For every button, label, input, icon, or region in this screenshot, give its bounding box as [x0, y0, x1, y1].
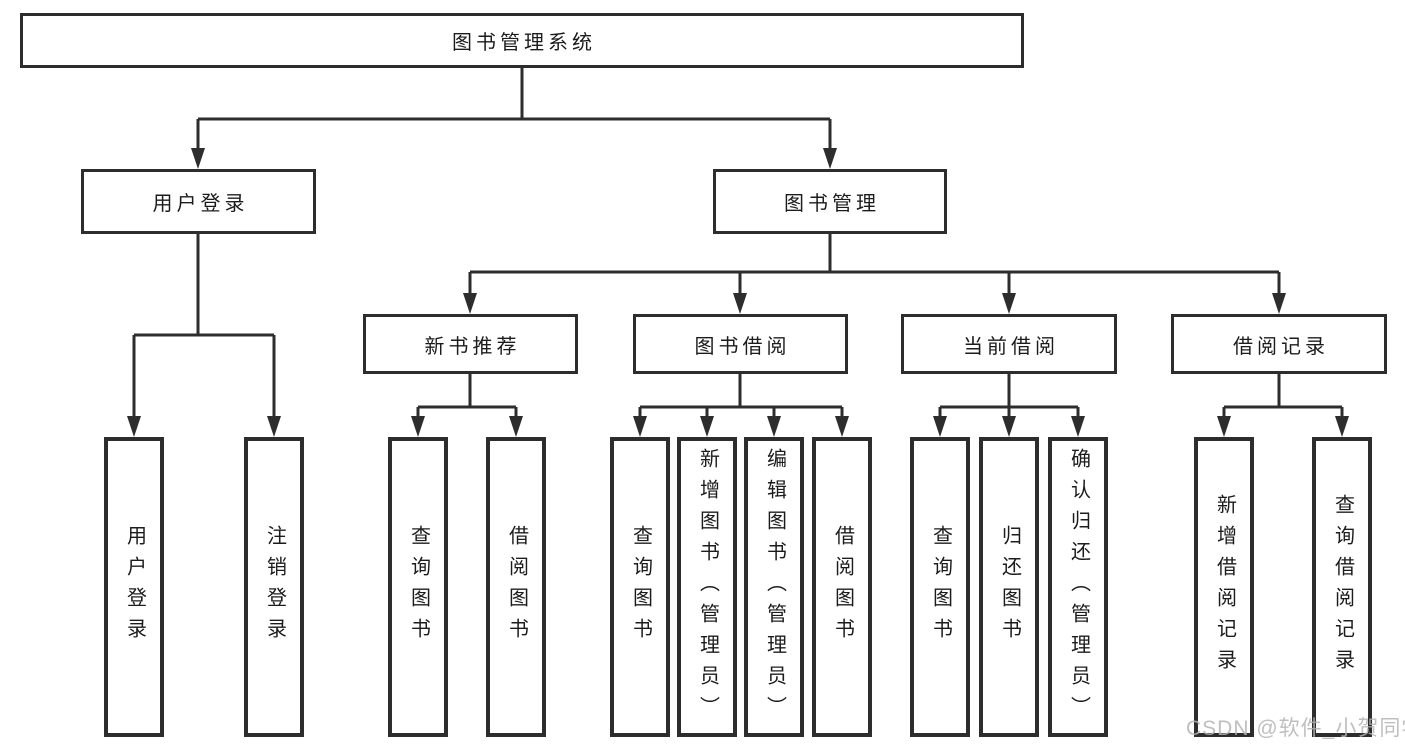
node-current-borrow: 当前借阅 [901, 314, 1117, 374]
node-leaf-borrow-books-recommend: 借阅图书 [486, 437, 546, 737]
node-leaf-query-borrow-record: 查询借阅记录 [1312, 437, 1372, 737]
node-leaf-add-book-admin: 新增图书（管理员） [677, 437, 737, 737]
leaf-label: 借阅图书 [505, 525, 528, 649]
node-book-management: 图书管理 [713, 169, 947, 234]
node-leaf-confirm-return-admin: 确认归还（管理员） [1048, 437, 1108, 737]
node-leaf-query-books-current: 查询图书 [910, 437, 970, 737]
leaf-label: 查询图书 [929, 525, 952, 649]
node-leaf-borrow-books: 借阅图书 [812, 437, 872, 737]
node-leaf-query-books-borrow: 查询图书 [610, 437, 670, 737]
node-user-login: 用户登录 [81, 169, 316, 234]
leaf-label: 查询借阅记录 [1331, 494, 1354, 680]
leaf-label: 新增借阅记录 [1213, 494, 1236, 680]
node-root: 图书管理系统 [20, 13, 1024, 68]
leaf-label: 归还图书 [998, 525, 1021, 649]
node-leaf-edit-book-admin: 编辑图书（管理员） [744, 437, 804, 737]
node-borrow-records: 借阅记录 [1171, 314, 1387, 374]
leaf-label: 用户登录 [123, 525, 146, 649]
leaf-label: 确认归还（管理员） [1067, 447, 1090, 727]
node-leaf-add-borrow-record: 新增借阅记录 [1194, 437, 1254, 737]
node-leaf-user-login: 用户登录 [104, 437, 164, 737]
leaf-label: 查询图书 [407, 525, 430, 649]
leaf-label: 编辑图书（管理员） [763, 447, 786, 727]
node-leaf-logout: 注销登录 [244, 437, 304, 737]
leaf-label: 注销登录 [263, 525, 286, 649]
node-leaf-query-books-recommend: 查询图书 [388, 437, 448, 737]
node-new-book-recommend: 新书推荐 [363, 314, 578, 374]
node-leaf-return-books: 归还图书 [979, 437, 1039, 737]
leaf-label: 新增图书（管理员） [696, 447, 719, 727]
leaf-label: 查询图书 [629, 525, 652, 649]
leaf-label: 借阅图书 [831, 525, 854, 649]
csdn-watermark: CSDN @软件_小贺同学 [1186, 717, 1405, 740]
node-book-borrow: 图书借阅 [633, 314, 848, 374]
